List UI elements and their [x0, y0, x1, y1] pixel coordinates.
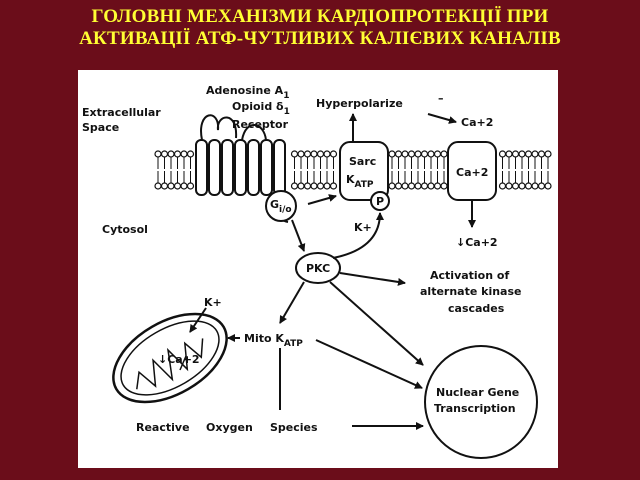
label-nuclear-2: Transcription	[434, 402, 516, 415]
pathway-diagram-svg: Extracellular Space Cytosol Adenosine A1…	[82, 84, 552, 459]
phosphate-group	[370, 191, 390, 211]
label-pkc: PKC	[306, 262, 330, 275]
arrow-g-to-pkc	[291, 219, 306, 252]
label-extracellular-2: Space	[82, 121, 119, 134]
label-activation-1: Activation of	[430, 269, 509, 282]
g-protein	[265, 190, 297, 222]
label-ca-cytosol: ↓Ca+2	[456, 236, 498, 249]
receptor-loop	[241, 124, 267, 141]
label-activation-2: alternate kinase	[420, 285, 522, 298]
line-ca-from-mito	[179, 355, 187, 371]
mitochondrion	[112, 312, 228, 404]
arrow-g-to-sarc	[307, 194, 337, 205]
arrow-pkc-to-nucleus	[329, 281, 424, 366]
arrow-pkc-to-mito-katp	[279, 281, 305, 324]
label-ros-oxygen: Oxygen	[206, 421, 253, 434]
label-minus: –	[438, 92, 444, 105]
label-sarc: Sarc	[349, 155, 376, 168]
label-hyperpolarize: Hyperpolarize	[316, 97, 403, 110]
nucleus	[424, 345, 538, 459]
line-k-into-mito	[189, 307, 207, 333]
arrow-mito-katp-to-nucleus	[315, 339, 423, 389]
slide-title-line-1: ГОЛОВНІ МЕХАНІЗМИ КАРДІОПРОТЕКЦІЇ ПРИ	[91, 6, 549, 27]
sarc-katp-channel	[339, 141, 389, 201]
label-g-protein: Gi/o	[270, 198, 292, 215]
label-receptor-line2: Opioid δ1	[232, 100, 290, 117]
label-phosphate: P	[376, 195, 384, 208]
label-k-sarc: K+	[354, 221, 372, 234]
label-ros-reactive: Reactive	[136, 421, 190, 434]
pathway-arrows	[227, 113, 476, 430]
slide-title-line-2: АКТИВАЦІЇ АТФ-ЧУТЛИВИХ КАЛІЄВИХ КАНАЛІВ	[79, 28, 561, 49]
label-ca-outside: Ca+2	[461, 116, 493, 129]
label-sarc-katp: KATP	[346, 173, 374, 190]
label-ros-species: Species	[270, 421, 318, 434]
label-receptor-line1: Adenosine A1	[206, 84, 289, 101]
label-mito-k: K+	[204, 296, 222, 309]
arrow-pkc-to-activation	[339, 272, 406, 286]
receptor-n-terminus	[200, 114, 238, 141]
arrow-ca-in	[427, 113, 457, 124]
label-receptor-line3: Receptor	[232, 118, 289, 131]
pkc-node	[295, 252, 341, 284]
label-activation-3: cascades	[448, 302, 505, 315]
label-mito-ca: ↓Ca+2	[158, 353, 200, 366]
pathway-diagram: Extracellular Space Cytosol Adenosine A1…	[78, 70, 558, 468]
slide-title: ГОЛОВНІ МЕХАНІЗМИ КАРДІОПРОТЕКЦІЇ ПРИ АК…	[0, 6, 640, 50]
label-ca-channel: Ca+2	[456, 166, 488, 179]
label-extracellular-1: Extracellular	[82, 106, 161, 119]
label-nuclear-1: Nuclear Gene	[436, 386, 519, 399]
cell-membrane	[154, 150, 552, 190]
label-cytosol: Cytosol	[102, 223, 148, 236]
receptor-helices	[195, 139, 286, 196]
arrow-pkc-to-p	[332, 212, 384, 259]
label-mito-katp: Mito KATP	[244, 332, 303, 349]
